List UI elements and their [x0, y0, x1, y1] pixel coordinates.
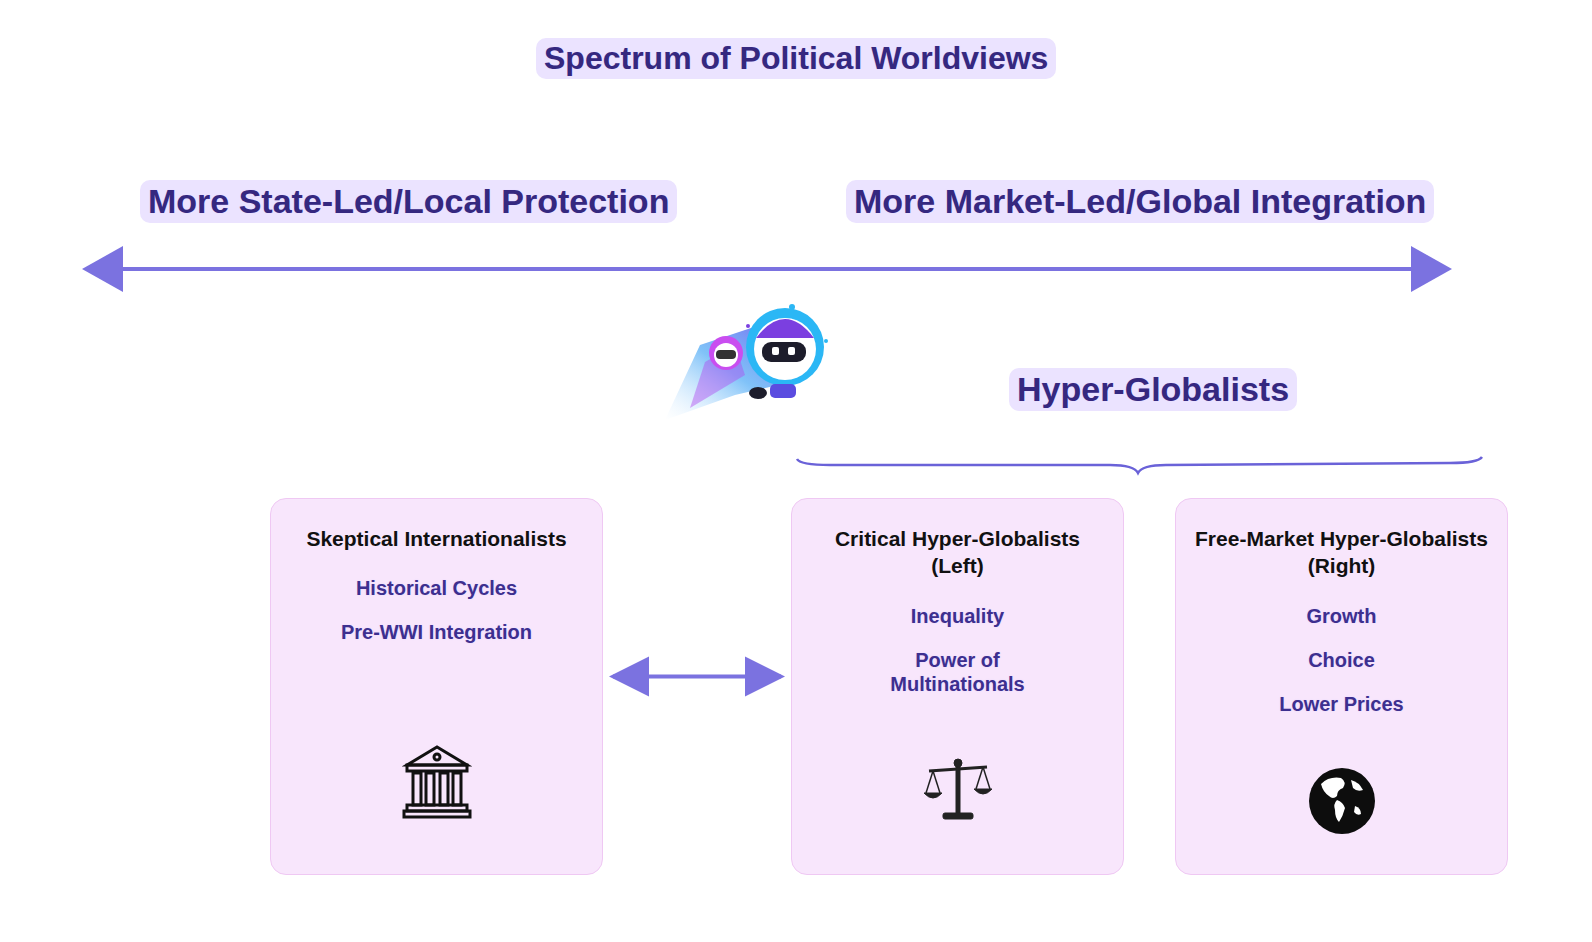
mascot-illustration [665, 304, 828, 420]
globe-icon [1307, 766, 1377, 836]
box-item: Historical Cycles [356, 576, 517, 600]
box-heading: Free-Market Hyper-Globalists (Right) [1194, 525, 1489, 580]
box-item: Power of Multinationals [873, 648, 1043, 696]
box-item: Lower Prices [1279, 692, 1404, 716]
box-heading: Skeptical Internationalists [306, 525, 566, 552]
box-item: Pre-WWI Integration [341, 620, 532, 644]
box-item: Choice [1308, 648, 1375, 672]
double-arrow-connector [613, 675, 781, 679]
worldview-box: Free-Market Hyper-Globalists (Right) Grow… [1175, 498, 1508, 875]
box-heading: Critical Hyper-Globalists (Left) [810, 525, 1105, 580]
axis-label: Hyper-Globalists [1009, 368, 1297, 411]
worldview-box: Critical Hyper-Globalists (Left) Inequali… [791, 498, 1124, 875]
axis-label: More Market-Led/Global Integration [846, 180, 1434, 223]
diagram-title: Spectrum of Political Worldviews [536, 38, 1056, 79]
box-item: Inequality [911, 604, 1004, 628]
spectrum-arrow [82, 246, 1452, 292]
axis-label: More State-Led/Local Protection [140, 180, 677, 223]
box-item: Growth [1307, 604, 1377, 628]
group-brace [797, 457, 1482, 473]
worldview-box: Skeptical InternationalistsHistorical Cy… [270, 498, 603, 875]
scales-icon [923, 757, 993, 821]
pillars-icon [402, 743, 472, 819]
